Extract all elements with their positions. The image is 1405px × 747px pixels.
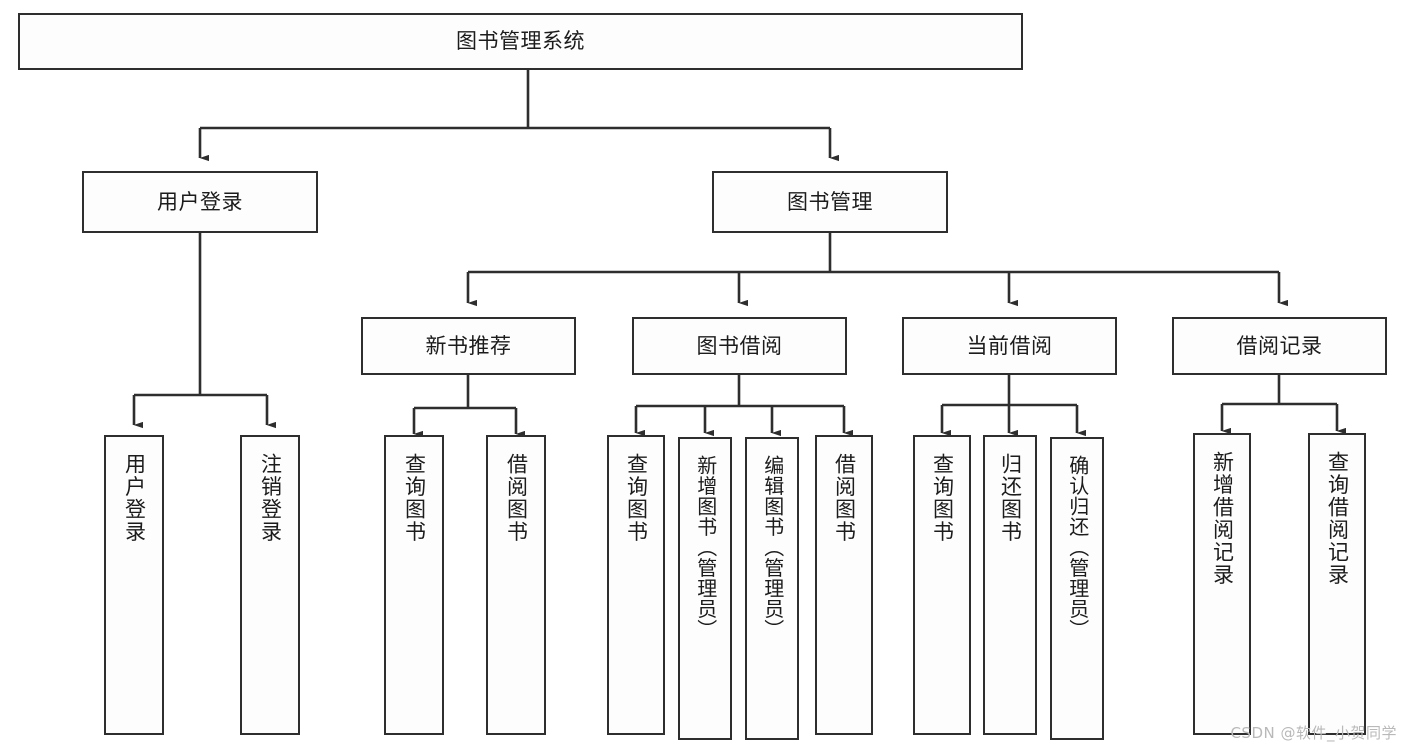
leaf-confirm-return-admin[interactable]: 确认归还（管理员） — [1050, 437, 1104, 740]
node-label: 归还图书 — [998, 453, 1023, 543]
node-label: 查询图书 — [930, 453, 955, 543]
leaf-query-borrow-record[interactable]: 查询借阅记录 — [1308, 433, 1366, 735]
leaf-add-book-admin[interactable]: 新增图书（管理员） — [678, 437, 732, 740]
leaf-user-logout[interactable]: 注销登录 — [240, 435, 300, 735]
node-root-system[interactable]: 图书管理系统 — [18, 13, 1023, 70]
node-label: 新增借阅记录 — [1210, 451, 1235, 586]
node-label: 当前借阅 — [966, 333, 1053, 358]
node-borrow-record[interactable]: 借阅记录 — [1172, 317, 1387, 375]
node-label: 查询借阅记录 — [1325, 451, 1350, 586]
node-label: 图书借阅 — [696, 333, 783, 358]
node-user-login[interactable]: 用户登录 — [82, 171, 318, 233]
node-label: 用户登录 — [122, 453, 147, 543]
node-label: 图书管理系统 — [456, 29, 585, 54]
node-label: 新增图书（管理员） — [693, 455, 718, 640]
watermark: CSDN @软件_小贺同学 — [1230, 724, 1397, 742]
node-book-management[interactable]: 图书管理 — [712, 171, 948, 233]
leaf-add-borrow-record[interactable]: 新增借阅记录 — [1193, 433, 1251, 735]
leaf-query-book-borrow[interactable]: 查询图书 — [607, 435, 665, 735]
leaf-query-book-recommend[interactable]: 查询图书 — [384, 435, 444, 735]
node-label: 用户登录 — [157, 189, 243, 214]
node-label: 注销登录 — [258, 453, 283, 543]
node-label: 借阅图书 — [504, 453, 529, 543]
node-label: 新书推荐 — [425, 333, 512, 358]
leaf-query-book-current[interactable]: 查询图书 — [913, 435, 971, 735]
node-label: 查询图书 — [624, 453, 649, 543]
node-label: 图书管理 — [787, 189, 873, 214]
node-label: 查询图书 — [402, 453, 427, 543]
node-book-borrow[interactable]: 图书借阅 — [632, 317, 847, 375]
node-label: 借阅记录 — [1236, 333, 1323, 358]
node-current-borrow[interactable]: 当前借阅 — [902, 317, 1117, 375]
leaf-return-book[interactable]: 归还图书 — [983, 435, 1037, 735]
leaf-edit-book-admin[interactable]: 编辑图书（管理员） — [745, 437, 799, 740]
node-label: 编辑图书（管理员） — [760, 455, 785, 640]
leaf-user-login[interactable]: 用户登录 — [104, 435, 164, 735]
leaf-borrow-book[interactable]: 借阅图书 — [815, 435, 873, 735]
node-new-book-recommend[interactable]: 新书推荐 — [361, 317, 576, 375]
leaf-borrow-book-recommend[interactable]: 借阅图书 — [486, 435, 546, 735]
node-label: 借阅图书 — [832, 453, 857, 543]
node-label: 确认归还（管理员） — [1065, 455, 1090, 640]
